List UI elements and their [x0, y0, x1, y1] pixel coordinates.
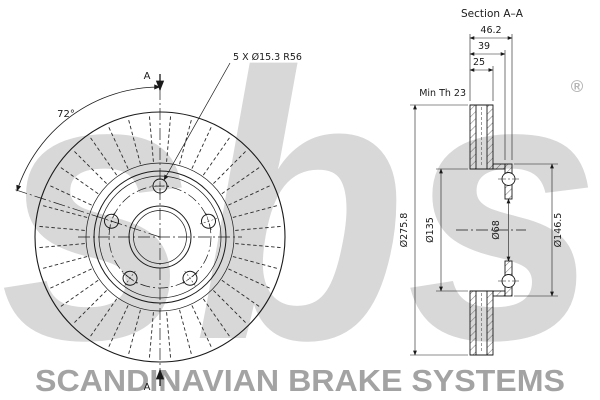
registered-trademark-icon: ®	[571, 77, 584, 96]
angle-annotation: 72°	[16, 84, 161, 192]
angle-label: 72°	[57, 109, 75, 120]
dim-disc-thickness: 25	[473, 57, 485, 68]
section-label-top: A	[144, 71, 151, 82]
angle-arc	[16, 84, 161, 192]
angle-ray	[12, 188, 161, 238]
section-label-bottom: A	[144, 382, 151, 393]
section-cut-marks: A A	[144, 71, 165, 393]
bolt-callout: 5 X Ø15.3 R56	[163, 52, 302, 181]
dim-hat-depth: 39	[478, 41, 490, 52]
dim-inner-diameter: Ø135	[425, 217, 436, 243]
section-title: Section A–A	[461, 8, 524, 20]
bolt-pattern-callout: 5 X Ø15.3 R56	[233, 52, 302, 63]
dim-hat-diameter: Ø146.5	[553, 213, 564, 248]
dim-center-bore: Ø68	[491, 220, 502, 240]
inner-plate-top	[486, 104, 494, 170]
dim-min-thickness: Min Th 23	[419, 88, 466, 99]
inner-plate-bottom	[486, 290, 494, 356]
section-geometry	[456, 104, 526, 356]
front-view: 72° A A 5 X Ø15.3 R56	[12, 52, 302, 393]
hat-web-top	[492, 163, 506, 170]
dim-overall-width: 46.2	[480, 25, 501, 36]
bolt-callout-leader	[163, 62, 231, 181]
section-view: 46.2 39 25 Min Th 23 Ø275.8 Ø135 Ø68 Ø14…	[399, 8, 564, 356]
dimensions: 46.2 39 25 Min Th 23 Ø275.8 Ø135 Ø68 Ø14…	[399, 25, 564, 356]
outer-plate-top	[469, 104, 477, 170]
outer-plate-bottom	[469, 290, 477, 356]
dim-outer-diameter: Ø275.8	[399, 213, 410, 248]
hat-web-bottom	[492, 290, 506, 297]
footer-watermark: SCANDINAVIAN BRAKE SYSTEMS	[35, 363, 565, 398]
